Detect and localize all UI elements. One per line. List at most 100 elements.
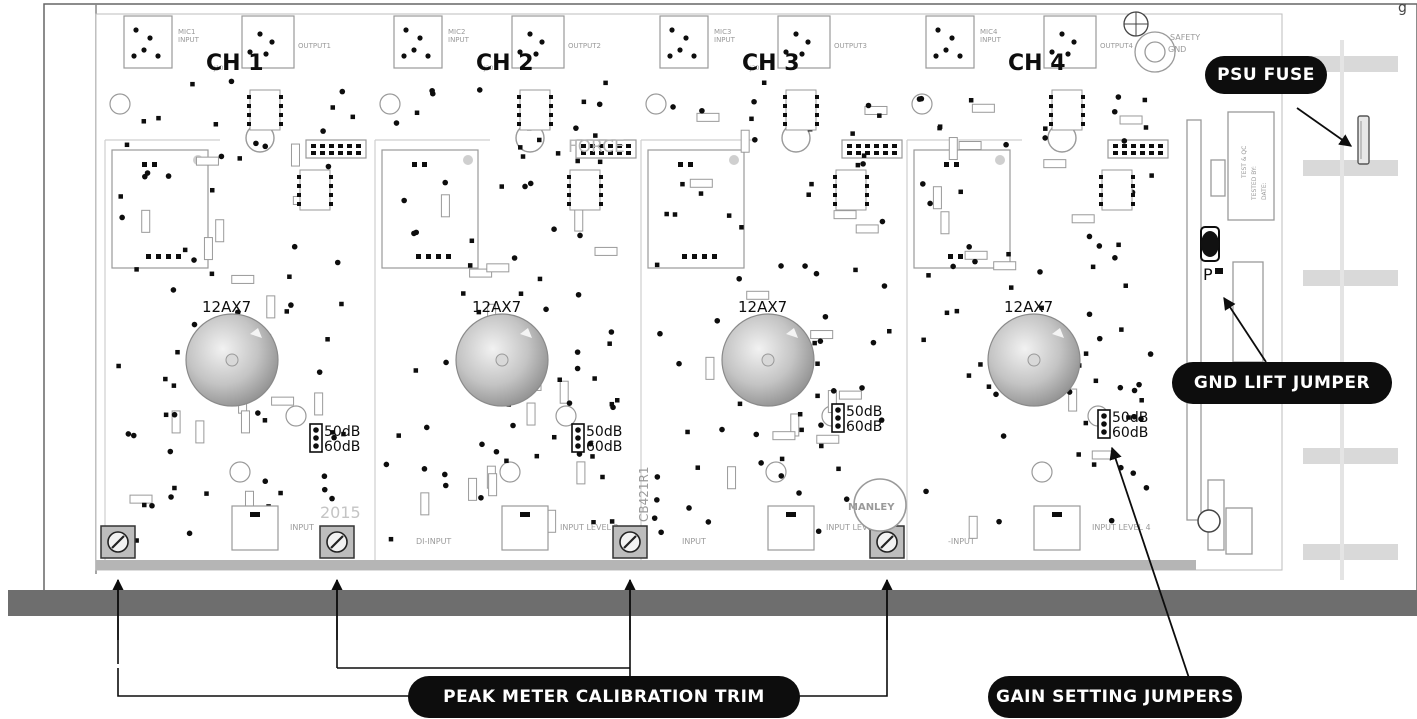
input-transformer <box>381 149 479 269</box>
pin <box>279 104 283 108</box>
solder-pad <box>325 163 332 170</box>
capacitor <box>379 93 401 115</box>
solder-pad <box>779 456 785 462</box>
resistor <box>171 410 181 434</box>
solder-pad <box>670 104 676 110</box>
chassis-rails <box>1303 40 1398 580</box>
input-label: INPUT <box>178 36 200 44</box>
connector-pin <box>401 53 407 59</box>
solder-pad <box>518 291 524 296</box>
connector-pin <box>805 39 811 45</box>
gain-option-50: 50dB <box>846 404 882 420</box>
tube-highlight <box>786 328 798 338</box>
solder-pad <box>921 337 926 343</box>
resistor <box>574 208 584 232</box>
pin <box>320 151 325 155</box>
output-connector <box>1043 15 1097 69</box>
pin <box>856 144 861 148</box>
channel-title: CH 1 <box>206 51 264 76</box>
resistor <box>968 515 978 539</box>
resistor <box>141 209 151 233</box>
solder-pad <box>778 473 785 479</box>
solder-pad <box>339 88 346 95</box>
pin <box>833 175 837 179</box>
gain-option-60: 60dB <box>1112 425 1148 441</box>
pin <box>412 162 417 167</box>
output-connector <box>241 15 295 69</box>
connector-pin <box>403 27 409 33</box>
resistor <box>440 194 450 218</box>
solder-pad <box>993 391 999 398</box>
pin <box>338 144 343 148</box>
solder-pad <box>865 102 872 109</box>
pin <box>356 144 361 148</box>
board-text-id: CB421R1 <box>637 467 651 523</box>
board-text-brand: MANLEY <box>848 502 895 513</box>
solder-pad <box>815 393 820 399</box>
solder-pad <box>421 466 428 472</box>
jumper-pin <box>835 423 841 429</box>
solder-pad <box>334 259 341 266</box>
solder-pad <box>461 291 466 296</box>
pin <box>520 512 530 517</box>
pin <box>311 151 316 155</box>
pin <box>436 254 441 259</box>
solder-pad <box>1111 108 1118 115</box>
solder-pad <box>142 173 148 180</box>
solder-pad <box>686 505 692 511</box>
connector-pin <box>131 53 137 59</box>
solder-pad <box>778 263 784 269</box>
solder-pad <box>806 192 811 197</box>
input-label: INPUT <box>448 36 470 44</box>
resistor <box>468 477 478 501</box>
input-level-label: INPUT LEVEL 2 <box>560 523 619 532</box>
mic-input-connector <box>393 15 443 69</box>
gnd-lift-arrow <box>1223 296 1267 363</box>
solder-pad <box>134 267 139 272</box>
solder-pad <box>878 417 885 423</box>
solder-pad <box>853 267 858 273</box>
tube-label: 12AX7 <box>738 298 787 316</box>
front-panel-bar <box>8 590 1417 616</box>
pin <box>874 144 879 148</box>
pin <box>1049 104 1053 108</box>
solder-pad <box>966 373 972 378</box>
solder-pad <box>699 107 705 114</box>
pin <box>599 184 603 188</box>
pin <box>1131 202 1135 206</box>
solder-pad <box>758 460 764 466</box>
solder-pad <box>809 181 814 187</box>
solder-pad <box>954 308 960 314</box>
resistor <box>689 178 713 188</box>
capacitor <box>229 461 251 483</box>
pin <box>549 95 553 99</box>
solder-pad <box>966 244 972 250</box>
connector-pin <box>257 31 263 37</box>
solder-pad <box>543 306 549 313</box>
solder-pad <box>383 461 390 468</box>
connector-pin <box>269 39 275 45</box>
resistor <box>772 431 796 441</box>
solder-pad <box>413 368 419 373</box>
resistor <box>727 466 737 490</box>
pin <box>865 202 869 206</box>
solder-pad <box>411 230 417 237</box>
solder-pad <box>664 211 669 217</box>
mic-input-connector <box>123 15 173 69</box>
input-transformer <box>913 149 1011 269</box>
jumper-pin <box>575 427 581 433</box>
pin <box>279 122 283 126</box>
board-text-gnd: GND <box>1168 45 1186 54</box>
pin <box>329 193 333 197</box>
solder-pad <box>680 181 685 187</box>
solder-pad <box>918 95 925 102</box>
pin <box>865 184 869 188</box>
solder-pad <box>861 153 867 158</box>
solder-pad <box>1136 381 1142 388</box>
output-connector <box>511 15 565 69</box>
pin <box>833 202 837 206</box>
gain-option-50: 50dB <box>586 424 622 440</box>
connector-pin <box>1065 51 1071 57</box>
